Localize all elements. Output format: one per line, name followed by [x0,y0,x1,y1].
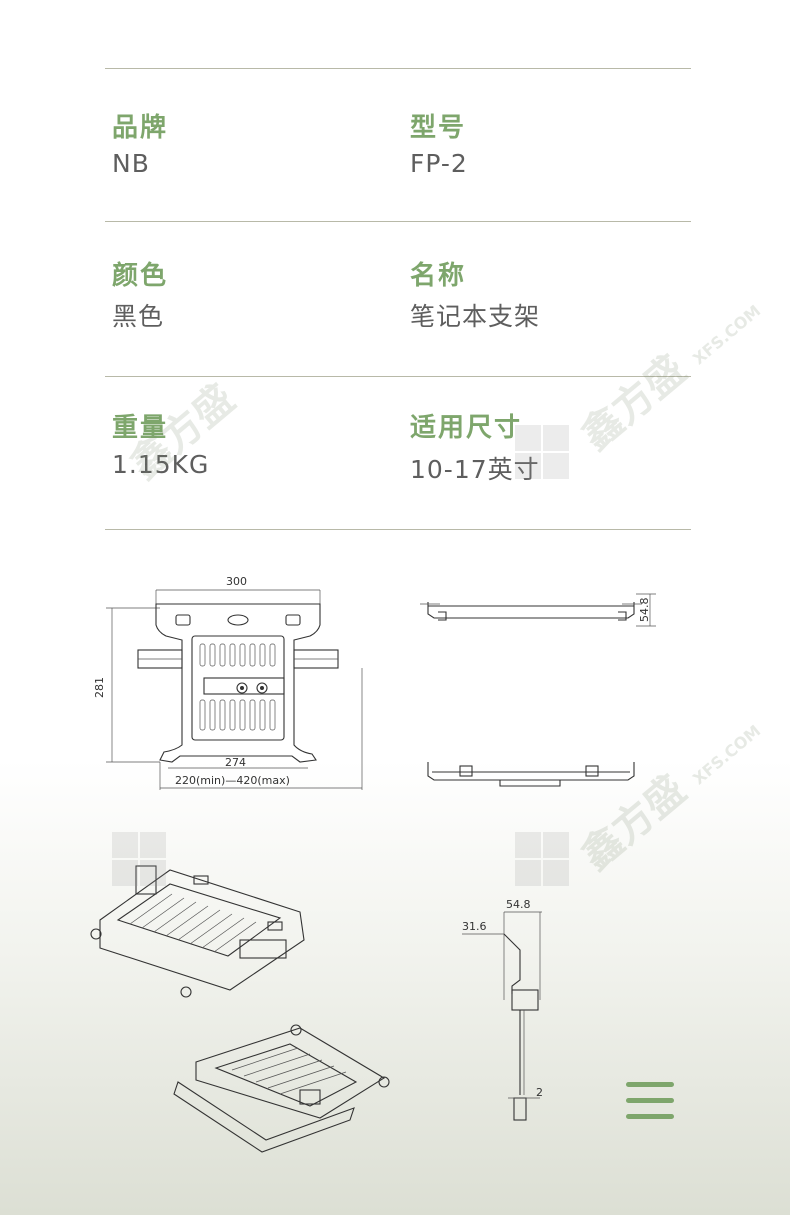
dim-width-inner: 274 [225,756,246,769]
dim-profile-gap: 2 [536,1086,543,1099]
dim-profile-depth: 54.8 [506,898,531,911]
dim-side-height: 54.8 [638,598,651,623]
watermark-squares-1 [515,425,571,481]
menu-icon-bar-1 [626,1082,674,1087]
spec-color-value: 黑色 [112,302,165,331]
spec-model-value: FP-2 [410,149,468,178]
spec-brand-label: 品牌 [112,113,169,143]
side-view-bottom [427,762,635,787]
spec-size-value: 10-17英寸 [410,455,540,484]
spec-color-label: 颜色 [112,261,169,291]
watermark-squares-3 [515,832,571,888]
spec-weight-value: 1.15KG [112,450,210,479]
profile-view: 54.8 31.6 2 [462,898,543,1121]
menu-icon-bar-2 [626,1098,674,1103]
divider-1 [105,221,691,222]
divider-3 [105,529,691,530]
side-view-top: 54.8 [420,593,656,627]
spec-name-label: 名称 [410,261,467,291]
spec-model-label: 型号 [410,113,467,143]
dim-width-range: 220(min)—420(max) [175,774,290,787]
divider-2 [105,376,691,377]
perspective-view-1 [90,865,305,998]
menu-icon-bar-3 [626,1114,674,1119]
spec-brand-value: NB [112,149,150,178]
dim-width-top: 300 [226,575,247,588]
spec-size-label: 适用尺寸 [410,413,523,443]
front-view-drawing: 300 281 274 [93,575,363,790]
spec-name-value: 笔记本支架 [410,302,541,331]
dim-profile-offset: 31.6 [462,920,487,933]
divider-top [105,68,691,69]
dim-height: 281 [93,677,106,698]
perspective-view-2 [173,1024,390,1153]
watermark-squares-2 [112,832,168,888]
spec-weight-label: 重量 [112,413,169,443]
menu-icon[interactable] [626,1080,674,1122]
